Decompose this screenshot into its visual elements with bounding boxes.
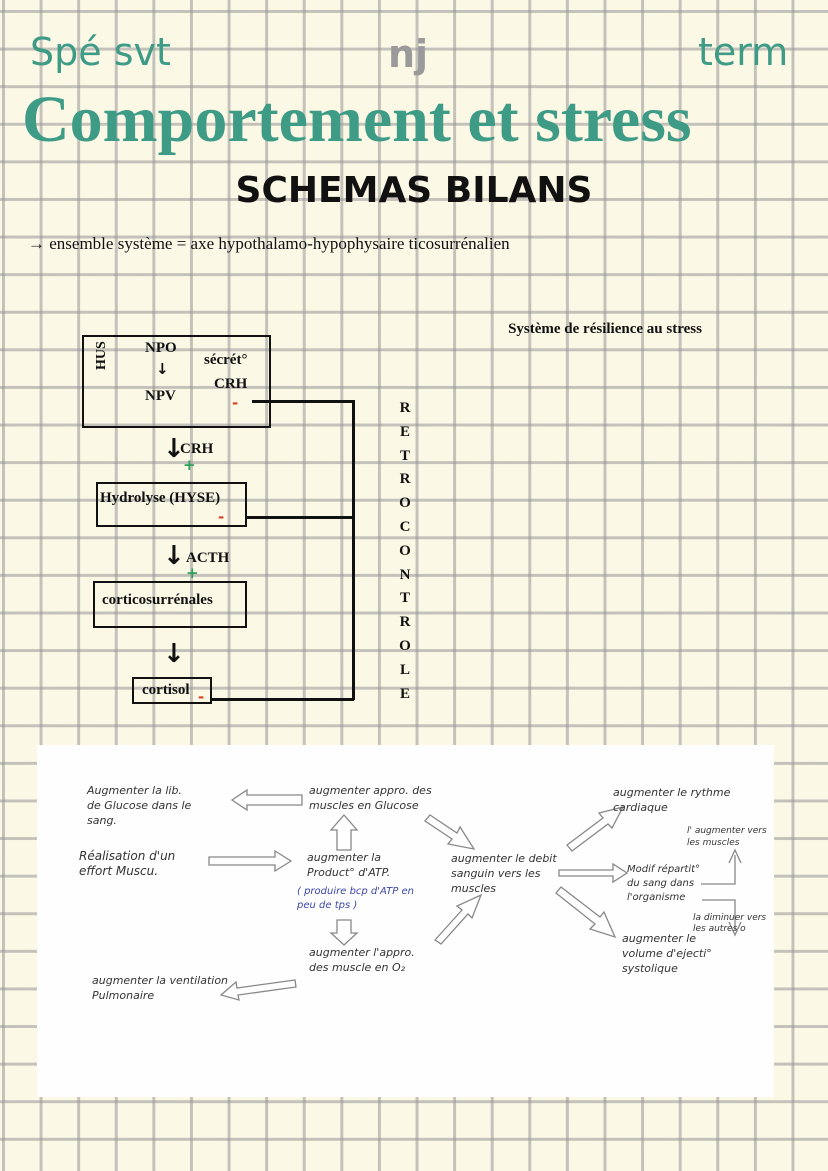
retro-letter: T xyxy=(399,448,410,464)
retro-letter: T xyxy=(399,590,410,606)
note-augm-vers: l' augmenter vers les muscles xyxy=(687,826,767,848)
cortico-box xyxy=(93,581,247,628)
retro-letter: N xyxy=(399,567,411,583)
diagram-arrows xyxy=(208,788,742,1001)
feedback-line-vertical xyxy=(352,400,355,700)
retro-letter: R xyxy=(399,400,411,416)
feedback-line-mid xyxy=(246,516,354,519)
cortisol-label: cortisol xyxy=(142,682,190,698)
minus-sign-2: - xyxy=(218,508,225,526)
acth-label: ACTH xyxy=(186,550,230,566)
retro-letter: R xyxy=(399,614,411,630)
header-subject: Spé svt xyxy=(30,30,171,74)
feedback-line-top xyxy=(252,400,354,403)
npo-label: NPO xyxy=(145,340,177,356)
hypothalamus-box xyxy=(82,335,271,428)
crh-box-label: CRH xyxy=(214,376,248,392)
hus-label: HUS xyxy=(94,341,109,370)
page-title: Comportement et stress xyxy=(22,83,692,156)
header-initials: nj xyxy=(388,32,429,76)
retro-letter: O xyxy=(399,638,411,654)
note-effort: Réalisation d'un effort Muscu. xyxy=(79,849,176,878)
retro-letter: L xyxy=(399,662,410,678)
minus-sign-3: - xyxy=(198,688,205,706)
hyse-box xyxy=(96,482,247,527)
retro-letter: E xyxy=(399,424,410,440)
hyse-label: Hydrolyse (HYSE) xyxy=(100,490,221,506)
crh-arrow-label: CRH xyxy=(180,441,214,457)
plus-sign-2: + xyxy=(186,564,199,582)
retro-letter: O xyxy=(399,495,411,511)
npv-label: NPV xyxy=(145,388,176,404)
resilience-heading: Système de résilience au stress xyxy=(508,321,702,337)
page-subtitle: SCHEMAS BILANS xyxy=(235,170,593,211)
note-atp: augmenter la Product° d'ATP. xyxy=(307,851,391,879)
note-rythme: augmenter le rythme cardiaque xyxy=(613,786,731,814)
cortico-label: corticosurrénales xyxy=(102,592,213,608)
plus-sign-1: + xyxy=(183,456,196,474)
retro-letter: E xyxy=(399,686,410,702)
retro-letter: O xyxy=(399,543,411,559)
npo-npv-arrow: ↓ xyxy=(156,360,169,378)
secretion-label: sécrét° xyxy=(204,352,248,368)
note-repartit: Modif répartit° du sang dans l'organisme xyxy=(627,864,701,903)
cortisol-box xyxy=(132,677,212,704)
feedback-line-bottom xyxy=(212,698,354,701)
note-atp-detail: ( produire bcp d'ATP en peu de tps ) xyxy=(297,886,414,911)
retro-letter: C xyxy=(399,519,411,535)
down-arrow-2: ↓ xyxy=(163,541,185,571)
retro-letter: R xyxy=(399,471,411,487)
note-volume: augmenter le volume d'ejecti° systolique xyxy=(622,932,712,975)
minus-sign-1: - xyxy=(232,394,239,412)
note-o2: augmenter l'appro. des muscle en O₂ xyxy=(309,946,415,974)
handwritten-diagram: Augmenter la lib. de Glucose dans le san… xyxy=(37,745,774,1097)
note-debit: augmenter le debit sanguin vers les musc… xyxy=(451,852,557,895)
note-appro: augmenter appro. des muscles en Glucose xyxy=(309,784,432,812)
note-glucose: Augmenter la lib. de Glucose dans le san… xyxy=(87,784,192,827)
note-diminue: la diminuer vers les autres o xyxy=(693,913,767,934)
header-level: term xyxy=(698,30,789,74)
down-arrow-3: ↓ xyxy=(163,639,185,669)
axis-description: → ensemble système = axe hypothalamo-hyp… xyxy=(28,234,510,253)
down-arrow-1: ↓ xyxy=(163,434,185,464)
note-ventilation: augmenter la ventilation Pulmonaire xyxy=(92,974,229,1002)
